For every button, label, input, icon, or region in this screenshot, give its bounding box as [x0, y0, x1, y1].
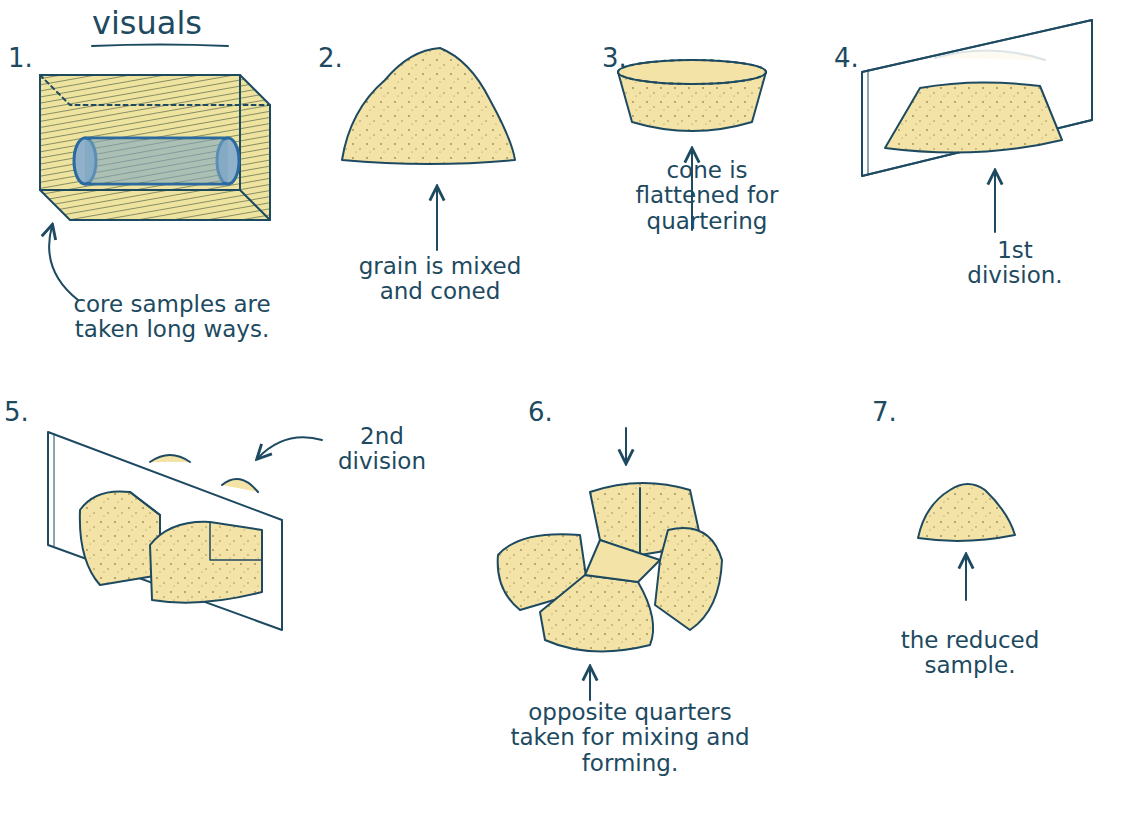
step-note: core samples are taken long ways. [62, 292, 282, 343]
grain-cone [342, 48, 515, 164]
step-number: 6. [528, 398, 568, 427]
division-board [48, 432, 282, 630]
grain-quarters [498, 483, 722, 651]
leader-arrow [625, 428, 627, 462]
reduced-sample [918, 484, 1015, 541]
step-number: 1. [8, 44, 48, 73]
leader-arrow [258, 437, 322, 458]
leader-arrow [49, 226, 78, 300]
flattened-cone [618, 60, 766, 131]
division-board [862, 20, 1092, 176]
diagram-title: visuals [92, 4, 202, 42]
step-note: opposite quarters taken for mixing and f… [500, 700, 760, 776]
step-note: the reduced sample. [900, 628, 1040, 679]
step-note: 2nd division [322, 424, 442, 475]
leader-arrow [589, 668, 591, 700]
leader-arrow [436, 188, 438, 250]
step-note: grain is mixed and coned [350, 254, 530, 305]
step-number: 7. [872, 398, 912, 427]
grain-box [40, 75, 270, 220]
step-number: 5. [4, 398, 44, 427]
step-number: 4. [834, 44, 874, 73]
step-number: 3. [602, 44, 642, 73]
leader-arrow [965, 556, 967, 600]
leader-arrow [994, 172, 996, 232]
step-number: 2. [318, 44, 358, 73]
step-note: cone is flattened for quartering [622, 158, 792, 234]
title-underline [92, 45, 228, 47]
step-note: 1st division. [950, 238, 1080, 289]
